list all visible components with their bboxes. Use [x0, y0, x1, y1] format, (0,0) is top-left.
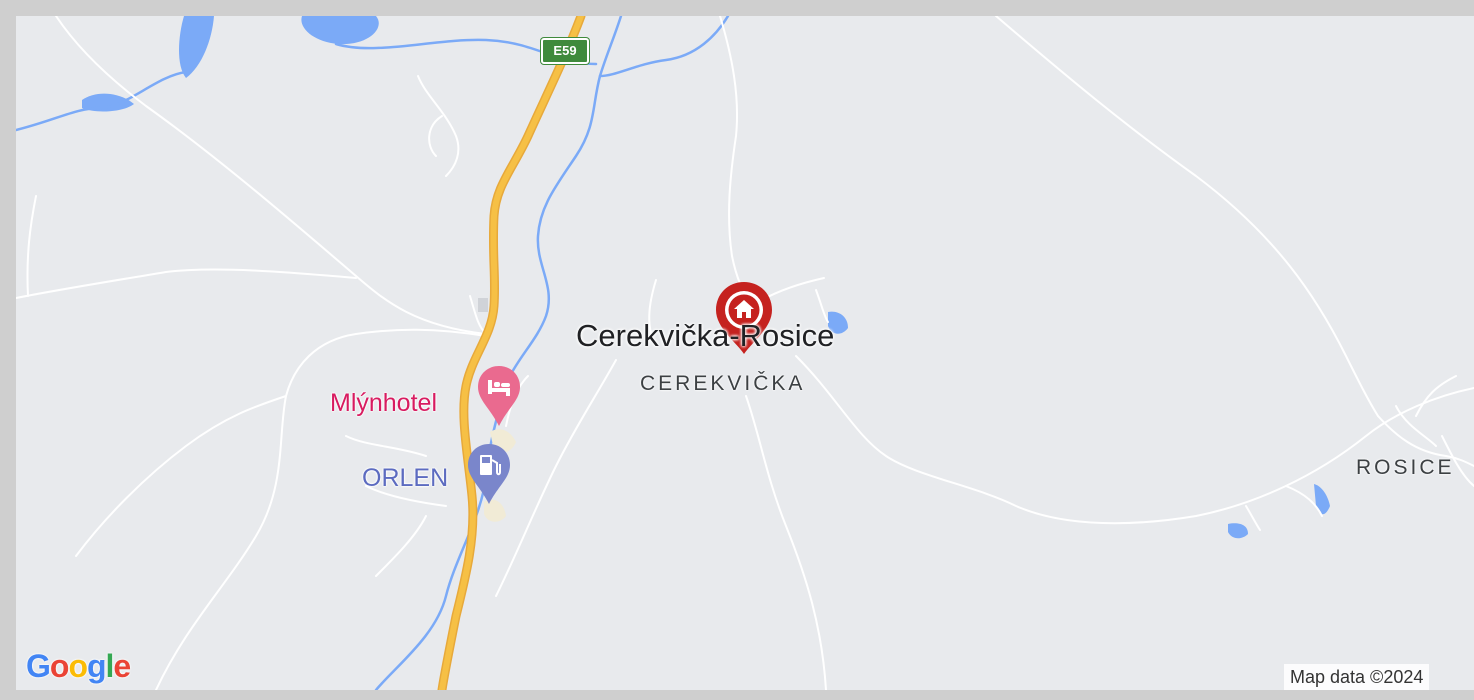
lake-shape [301, 16, 379, 45]
fuel-pump-icon[interactable] [466, 442, 512, 510]
pond-shape [1314, 484, 1330, 515]
built-area [484, 499, 506, 522]
map-attribution[interactable]: Map data ©2024 [1284, 664, 1430, 690]
google-logo-letter: G [26, 648, 51, 684]
building-block [478, 298, 488, 312]
district-label-rosice[interactable]: ROSICE [1356, 456, 1455, 479]
google-logo-letter: e [113, 648, 131, 684]
town-label[interactable]: Cerekvička-Rosice [576, 318, 835, 353]
lake-shape [179, 16, 214, 78]
bed-icon[interactable] [476, 364, 522, 432]
google-logo-letter: o [49, 648, 70, 684]
google-logo-letter: l [105, 648, 115, 684]
fuel-station-label[interactable]: ORLEN [362, 464, 449, 492]
google-logo[interactable]: Google [26, 648, 131, 685]
hotel-label[interactable]: Mlýnhotel [330, 389, 437, 417]
google-logo-letter: o [68, 648, 88, 684]
google-logo-letter: g [86, 648, 107, 684]
district-label-cerekvicka[interactable]: CEREKVIČKA [640, 372, 806, 395]
road-shield-e59[interactable]: E59 [541, 38, 589, 64]
map-canvas[interactable]: E59 Cerekvička-Rosice CEREKVIČKA ROS [16, 16, 1474, 690]
home-pin-icon[interactable] [712, 280, 776, 356]
pond-shape [1228, 523, 1248, 539]
map-base-layer [16, 16, 1474, 690]
pond-shape [828, 311, 848, 334]
